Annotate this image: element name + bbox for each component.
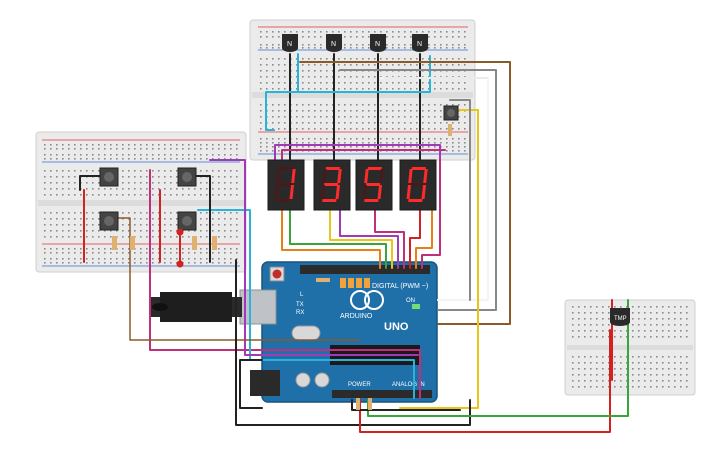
resistor-icon <box>130 236 135 250</box>
usb-cable <box>150 292 242 322</box>
npn-transistor: N <box>412 34 428 52</box>
crystal-icon <box>291 325 321 341</box>
on-label: ON <box>406 298 415 304</box>
logo-label: ARDUINO <box>340 313 373 320</box>
model-label: UNO <box>384 321 409 333</box>
analog-label: ANALOG IN <box>392 382 425 388</box>
resistor-icon <box>448 124 452 136</box>
resistor-icon <box>192 236 197 250</box>
l-label: L <box>300 292 304 298</box>
resistor-icon <box>356 398 360 410</box>
tx-label: TX <box>296 302 304 308</box>
left-breadboard <box>35 131 247 273</box>
on-led-icon <box>412 304 420 309</box>
power-analog-header <box>332 390 432 398</box>
transistor-label: N <box>331 41 336 48</box>
power-jack <box>250 370 280 396</box>
digital-header <box>300 265 430 274</box>
npn-transistor: N <box>326 34 342 52</box>
transistor-label: N <box>287 41 292 48</box>
capacitor-icon <box>295 372 311 388</box>
digital-label: DIGITAL (PWM ~) <box>372 283 428 290</box>
wires <box>79 53 629 433</box>
transistor-label: N <box>417 41 422 48</box>
resistor-icon <box>212 236 217 250</box>
arduino-uno-board[interactable]: DIGITAL (PWM ~) UNO ARDUINO ON L TX RX P… <box>239 261 438 403</box>
temp-sensor-label: TMP <box>614 316 627 322</box>
transistor-label: N <box>375 41 380 48</box>
right-breadboard <box>564 299 696 396</box>
left-components <box>99 105 459 410</box>
resistor-icon <box>112 236 117 250</box>
seven-segment-digit: 0 <box>399 159 437 211</box>
resistor-icon <box>368 398 372 410</box>
npn-transistor: N <box>370 34 386 52</box>
temperature-sensor: TMP <box>610 308 630 326</box>
resistor-icon <box>316 278 330 282</box>
seven-segment-digit: 1 <box>267 159 305 211</box>
capacitor-icon <box>314 372 330 388</box>
seven-segment-digit: 5 <box>355 159 393 211</box>
seven-segment-digit: 3 <box>313 159 351 211</box>
arduino-infinity-icon <box>350 290 370 310</box>
npn-transistor: N <box>282 34 298 52</box>
reset-button[interactable] <box>272 269 282 279</box>
power-label: POWER <box>348 382 371 388</box>
rx-label: RX <box>296 310 304 316</box>
